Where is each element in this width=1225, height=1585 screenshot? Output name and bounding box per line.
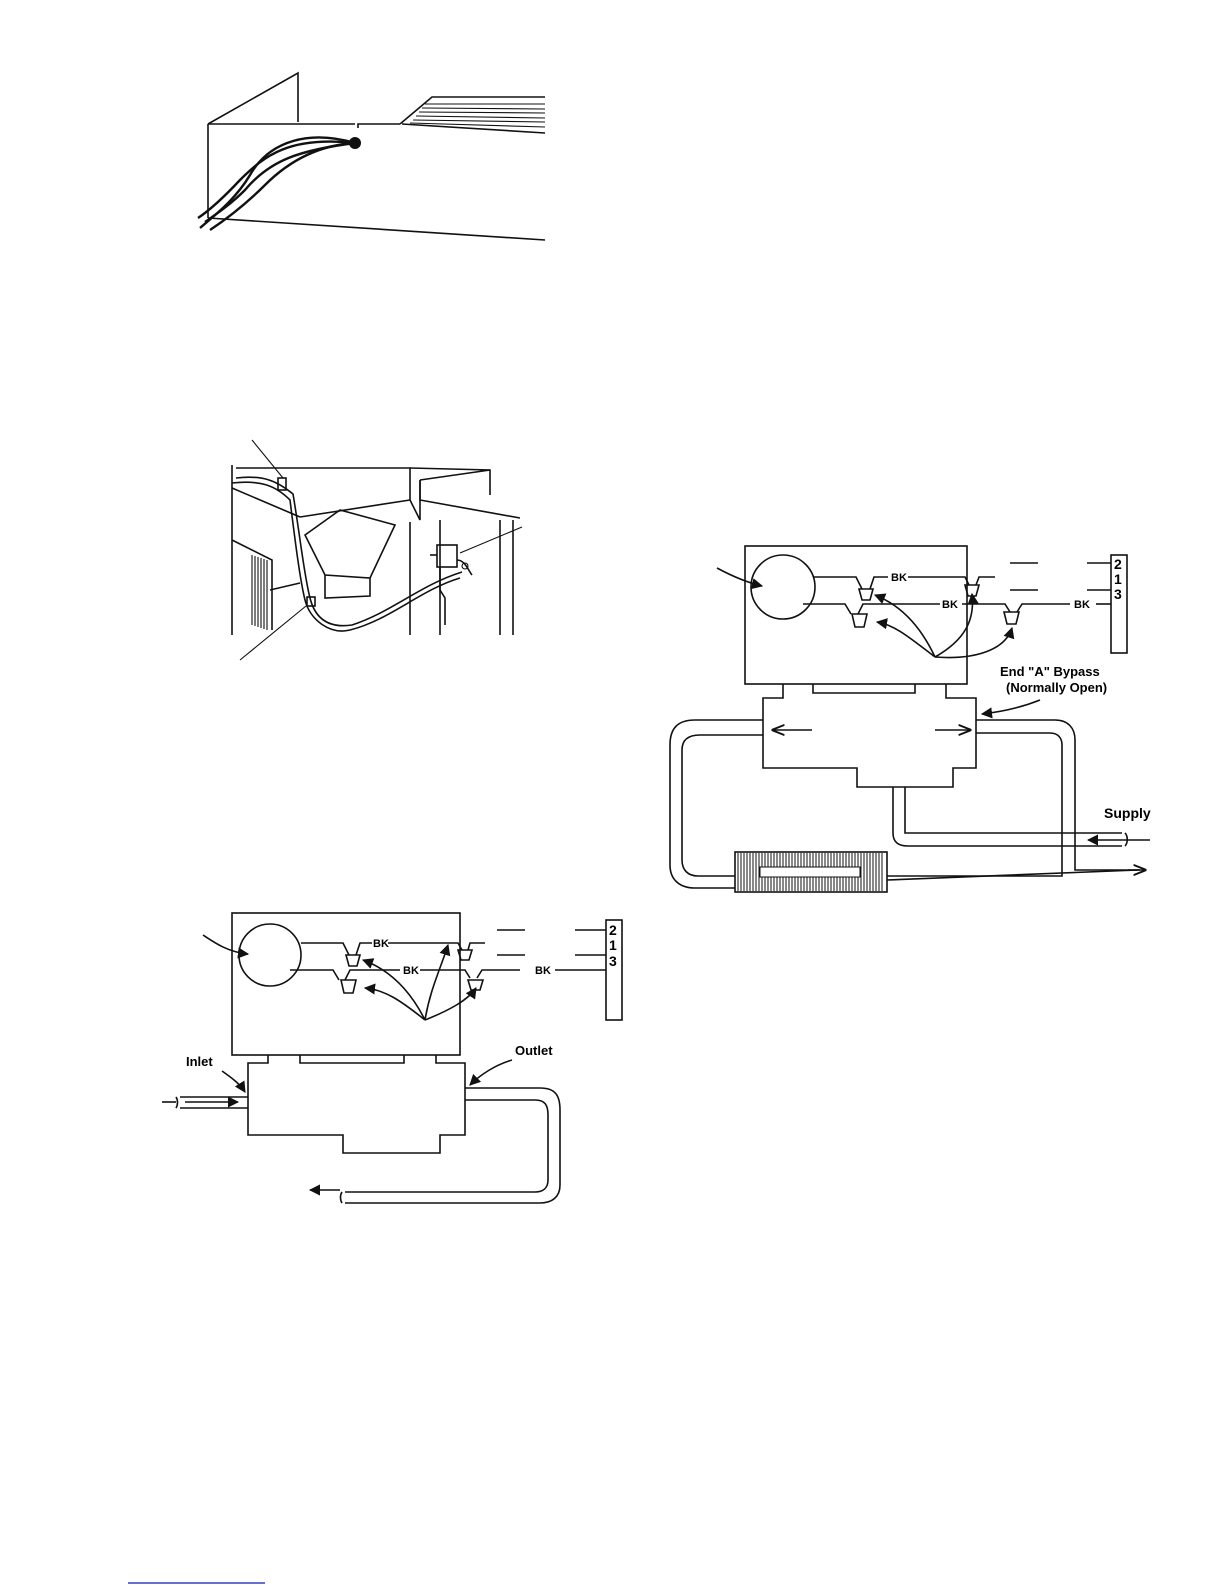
motor-housing-right	[745, 546, 967, 684]
valve-installation-illustration	[232, 440, 522, 660]
valve-body	[248, 1055, 465, 1153]
wire-label-right-bk-2: BK	[942, 599, 958, 611]
knockout-grommet	[349, 137, 361, 149]
outlet-label: Outlet	[515, 1043, 553, 1058]
terminal-3: 3	[609, 953, 617, 969]
terminal-right-1: 1	[1114, 571, 1122, 587]
wire-label-right-bk-1: BK	[891, 572, 907, 584]
valve-motor-right	[751, 555, 815, 619]
terminal-1: 1	[609, 937, 617, 953]
cable-entry-illustration	[198, 73, 545, 240]
terminal-2: 2	[609, 922, 617, 938]
motor-housing	[232, 913, 460, 1055]
wire-label-bk-1: BK	[373, 938, 389, 950]
wiring-harness	[198, 138, 355, 230]
wiring-diagram-bypass-valve: BK BK BK 2 1 3 End "A" Bypass	[670, 546, 1151, 892]
wire-label-bk-2: BK	[403, 965, 419, 977]
terminal-right-2: 2	[1114, 556, 1122, 572]
bypass-label-line2: (Normally Open)	[1006, 680, 1107, 695]
wire-label-right-bk-3: BK	[1074, 599, 1090, 611]
valve-motor	[239, 924, 301, 986]
valve-body-right	[763, 684, 976, 787]
terminal-right-3: 3	[1114, 586, 1122, 602]
supply-label: Supply	[1104, 805, 1151, 821]
wiring-diagram-single-valve: BK BK BK 2 1 3	[162, 913, 622, 1203]
bypass-label-line1: End "A" Bypass	[1000, 664, 1100, 679]
inlet-label: Inlet	[186, 1054, 213, 1069]
wire-label-bk-3: BK	[535, 965, 551, 977]
